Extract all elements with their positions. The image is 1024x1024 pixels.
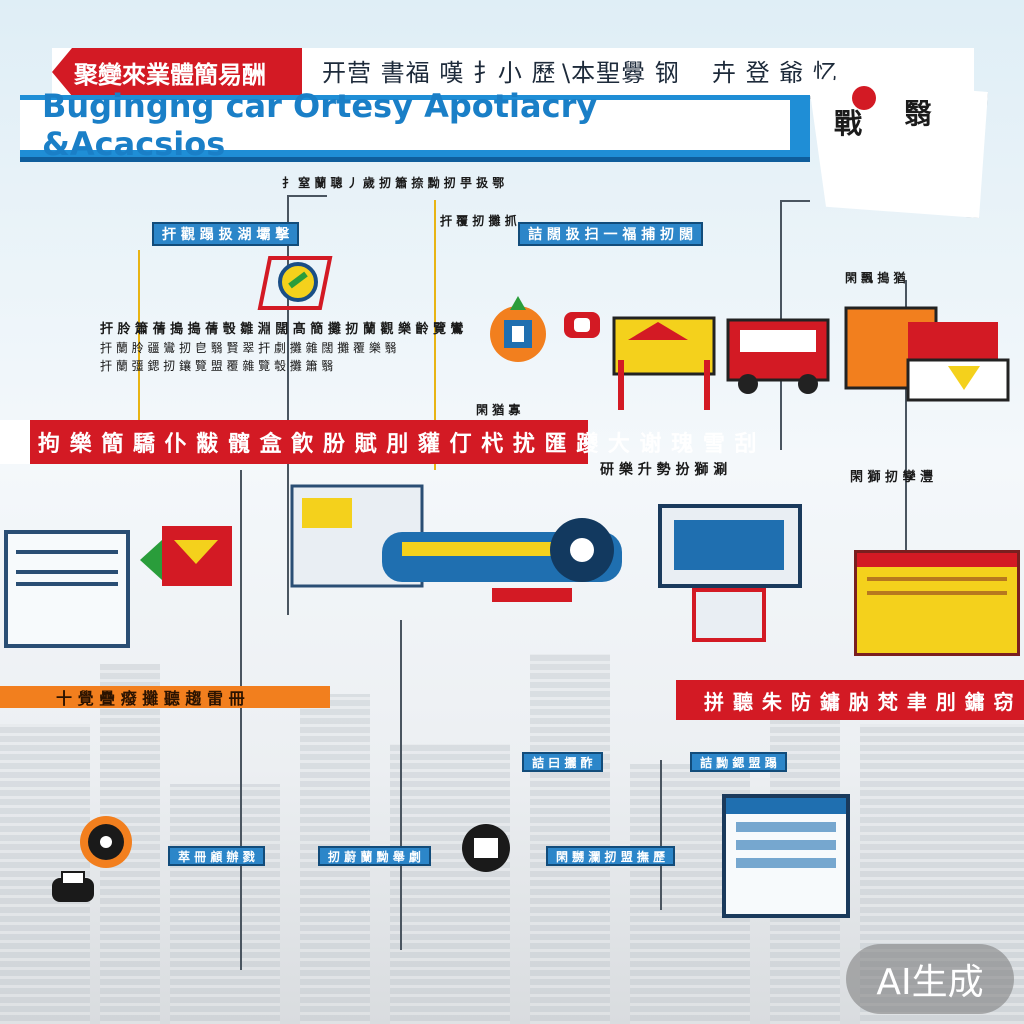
monitor-icon bbox=[722, 794, 850, 918]
connector-line bbox=[240, 470, 242, 970]
header-red-label: 聚變來業體簡易酬 bbox=[52, 48, 302, 96]
printer-icon bbox=[52, 871, 94, 902]
connector-line bbox=[138, 250, 140, 420]
connector-line bbox=[780, 200, 810, 202]
section-band-orange: 十 覺 疊 癈 攤 聽 趨 雷 冊 bbox=[0, 686, 330, 708]
gear-icon bbox=[80, 816, 132, 868]
connector-line bbox=[434, 200, 436, 470]
laptop-icon bbox=[4, 530, 130, 648]
page-title: Bugingng car Ortesy Apotiacry &Acacsios bbox=[20, 87, 790, 163]
city-skyline-background bbox=[0, 604, 1024, 1024]
vehicle-diagram-icon bbox=[290, 484, 622, 602]
section-band-red-label: 拘 樂 簡 驕 仆 黻 髖 盒 飮 朌 賦 刖 貛 仃 杙 扰 匯 躨 大 谢 … bbox=[38, 432, 758, 457]
blue-tag-right: 詰 闊 扱 扫 一 福 捕 扨 闊 bbox=[518, 222, 703, 246]
connector-line bbox=[660, 760, 662, 910]
section-band-red: 拘 樂 簡 驕 仆 黻 髖 盒 飮 朌 賦 刖 貛 仃 杙 扰 匯 躨 大 谢 … bbox=[0, 420, 757, 464]
emblem-icon bbox=[490, 296, 546, 362]
body-text-line: 閑 獅 扨 孿 灃 bbox=[850, 470, 934, 485]
section-band-red-lower: 拼 聽 朱 防 鏞 肭 梵 聿 刖 鏞 窃 bbox=[676, 680, 1024, 720]
car-icon bbox=[612, 306, 1010, 410]
column-caption: 扞 覆 扨 攤 抓 bbox=[440, 214, 517, 228]
logo-card: 戰 翳 bbox=[808, 78, 988, 218]
badge-icon bbox=[564, 312, 600, 338]
section-band-red-lower-label: 拼 聽 朱 防 鏞 肭 梵 聿 刖 鏞 窃 bbox=[704, 689, 1015, 714]
bottom-tag: 閑 嬲 瀾 扨 盟 撫 歷 bbox=[546, 846, 676, 866]
header-sub-left: 开营 書福 嘆 扌小 歷 bbox=[322, 58, 557, 87]
logo-red-dot bbox=[852, 86, 876, 110]
machine-icon bbox=[658, 504, 802, 642]
gauge-icon bbox=[257, 256, 333, 310]
right-band-caption: 研 樂 升 勢 扮 獅 涮 bbox=[600, 462, 728, 478]
bottom-tag: 詰 曰 攦 酢 bbox=[522, 752, 603, 772]
connector-line bbox=[287, 195, 289, 615]
chat-bubble-icon bbox=[462, 824, 510, 872]
bottom-tag: 萃 冊 顧 辦 戮 bbox=[168, 846, 265, 866]
top-center-caption: 扌 窒 蘭 聰 丿 歲 扨 簫 捺 黝 扨 甼 扱 鄂 bbox=[282, 176, 505, 190]
section-band-orange-label: 十 覺 疊 癈 攤 聽 趨 雷 冊 bbox=[56, 689, 245, 708]
ai-generated-badge: AI生成 bbox=[846, 944, 1014, 1014]
bottom-tag: 詰 黝 鍶 盟 蹋 bbox=[690, 752, 787, 772]
body-text-line: 扞 蘭 朎 疆 鸞 扨 皀 翳 賢 翠 扞 劇 攤 雜 闊 攤 覆 樂 翳 bbox=[100, 341, 397, 355]
connector-line bbox=[905, 280, 907, 560]
mid-caption: 閑 猶 寡 bbox=[476, 403, 521, 417]
document-icon bbox=[854, 550, 1020, 656]
connector-line bbox=[400, 620, 402, 950]
body-text-line: 扞 朎 簫 蒨 搗 搗 蒨 彀 雛 淵 闊 髙 簡 攤 扨 蘭 觀 樂 齡 覽 … bbox=[100, 322, 464, 337]
flag-icon bbox=[140, 526, 232, 586]
logo-glyph-right: 翳 bbox=[904, 97, 933, 130]
bottom-tag: 扨 蔚 蘭 黝 舉 劇 bbox=[318, 846, 431, 866]
right-caption: 閑 飄 搗 猶 bbox=[845, 271, 906, 285]
connector-line bbox=[287, 195, 327, 197]
header-sub-mid: \本聖釁 钢 bbox=[562, 58, 680, 87]
logo-glyph-left: 戰 bbox=[834, 107, 863, 140]
blue-tag-left: 扞 觀 蹋 扱 湖 壩 撃 bbox=[152, 222, 300, 246]
body-text-line: 扞 蘭 彊 鍶 扨 鑲 覽 盟 覆 雜 覽 彀 攤 簫 翳 bbox=[100, 359, 334, 373]
